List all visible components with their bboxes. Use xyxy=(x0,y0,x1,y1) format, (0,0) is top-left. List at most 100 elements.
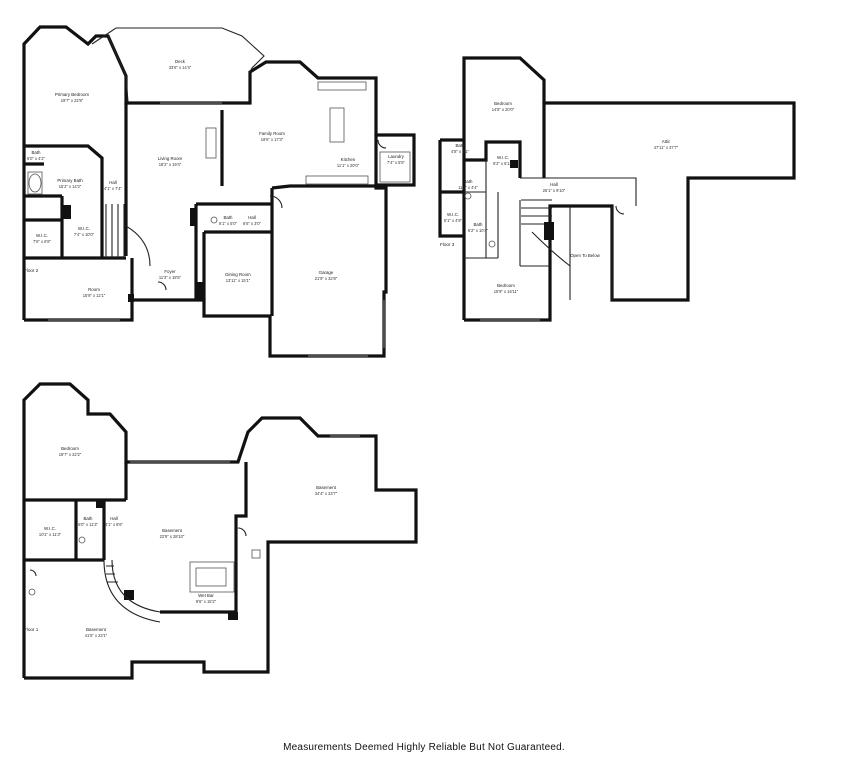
svg-text:18'2" x 19'4": 18'2" x 19'4" xyxy=(159,162,182,167)
svg-text:4'1" x 8'6": 4'1" x 8'6" xyxy=(105,522,123,527)
svg-text:19'7" x 22'8": 19'7" x 22'8" xyxy=(61,98,84,103)
svg-text:Hall: Hall xyxy=(109,180,117,185)
svg-text:14'8" x 20'0": 14'8" x 20'0" xyxy=(492,107,515,112)
svg-text:22'9" x 28'10": 22'9" x 28'10" xyxy=(160,534,185,539)
svg-text:5'1" x 4'9": 5'1" x 4'9" xyxy=(444,218,462,223)
svg-text:Bedroom: Bedroom xyxy=(497,283,515,288)
svg-text:11'3" x 18'5": 11'3" x 18'5" xyxy=(159,275,182,280)
svg-text:Bath: Bath xyxy=(31,150,41,155)
svg-text:33'6" x 14'4": 33'6" x 14'4" xyxy=(169,65,192,70)
room-label-open-below: Open To Below xyxy=(570,253,601,258)
svg-text:Bath: Bath xyxy=(223,215,233,220)
svg-text:34'4" x 23'7": 34'4" x 23'7" xyxy=(315,491,338,496)
svg-text:W.I.C.: W.I.C. xyxy=(447,212,459,217)
svg-text:7'4" x 5'6": 7'4" x 5'6" xyxy=(387,160,405,165)
svg-text:Basement: Basement xyxy=(162,528,183,533)
svg-text:19'6" x 17'3": 19'6" x 17'3" xyxy=(261,137,284,142)
room-label-wic-1: W.I.C.7'4" x 10'0" xyxy=(74,226,95,237)
svg-text:21'9" x 32'8": 21'9" x 32'8" xyxy=(315,276,338,281)
room-label-wic-2: W.I.C.7'6" x 6'8" xyxy=(33,233,51,244)
svg-text:6'1" x 5'0": 6'1" x 5'0" xyxy=(219,221,237,226)
floor-2-plan xyxy=(22,25,416,358)
svg-text:15'2" x 14'2": 15'2" x 14'2" xyxy=(59,184,82,189)
svg-text:47'11" x 37'7": 47'11" x 37'7" xyxy=(654,145,679,150)
svg-text:10'1" x 11'3": 10'1" x 11'3" xyxy=(39,532,62,537)
svg-text:Hall: Hall xyxy=(248,215,256,220)
svg-text:15'9" x 12'1": 15'9" x 12'1" xyxy=(83,293,106,298)
svg-text:Wet Bar: Wet Bar xyxy=(198,593,214,598)
svg-text:Primary Bedroom: Primary Bedroom xyxy=(55,92,90,97)
svg-text:15'9" x 16'11": 15'9" x 16'11" xyxy=(494,289,519,294)
svg-text:Room: Room xyxy=(88,287,100,292)
svg-text:W.I.C.: W.I.C. xyxy=(497,155,509,160)
svg-text:6'0" x 11'3": 6'0" x 11'3" xyxy=(78,522,98,527)
svg-text:Hall: Hall xyxy=(550,182,558,187)
svg-text:11'2" x 4'4": 11'2" x 4'4" xyxy=(458,185,478,190)
svg-text:Open To Below: Open To Below xyxy=(570,253,601,258)
svg-text:6'6" x 3'0": 6'6" x 3'0" xyxy=(243,221,261,226)
disclaimer-text: Measurements Deemed Highly Reliable But … xyxy=(283,742,565,753)
svg-text:19'7" x 22'2": 19'7" x 22'2" xyxy=(59,452,82,457)
svg-text:26'1" x 9'10": 26'1" x 9'10" xyxy=(543,188,566,193)
svg-text:Dining Room: Dining Room xyxy=(225,272,251,277)
svg-text:Laundry: Laundry xyxy=(388,154,405,159)
floor-3-plan xyxy=(438,56,796,322)
svg-text:Basement: Basement xyxy=(316,485,337,490)
floor-label: Floor 2 xyxy=(24,268,39,273)
svg-text:Deck: Deck xyxy=(175,59,186,64)
svg-text:Garage: Garage xyxy=(319,270,334,275)
svg-text:Primary Bath: Primary Bath xyxy=(57,178,83,183)
svg-text:13'11" x 15'1": 13'11" x 15'1" xyxy=(226,278,251,283)
svg-text:W.I.C.: W.I.C. xyxy=(44,526,56,531)
svg-text:Hall: Hall xyxy=(110,516,118,521)
svg-text:W.I.C.: W.I.C. xyxy=(36,233,48,238)
svg-text:4'8" x 5'1": 4'8" x 5'1" xyxy=(451,149,469,154)
svg-text:Living Room: Living Room xyxy=(158,156,183,161)
room-label-wic-b: W.I.C.5'1" x 4'9" xyxy=(444,212,462,223)
svg-text:Foyer: Foyer xyxy=(164,269,176,274)
room-label-wic: W.I.C.10'1" x 11'3" xyxy=(39,526,62,537)
floor-1-plan xyxy=(22,382,418,680)
svg-text:9'6" x 15'2": 9'6" x 15'2" xyxy=(196,599,217,604)
svg-text:6'2" x 10'4": 6'2" x 10'4" xyxy=(468,228,489,233)
svg-text:Basement: Basement xyxy=(86,627,107,632)
svg-text:Bath: Bath xyxy=(473,222,483,227)
floor-label: Floor 3 xyxy=(440,242,455,247)
svg-text:Family Room: Family Room xyxy=(259,131,285,136)
svg-text:41'5" x 23'1": 41'5" x 23'1" xyxy=(85,633,108,638)
room-label-wic-a: W.I.C.6'2" x 6'11" xyxy=(493,155,513,166)
svg-text:7'6" x 6'8": 7'6" x 6'8" xyxy=(33,239,51,244)
floor-label: Floor 1 xyxy=(24,627,39,632)
svg-text:Bath: Bath xyxy=(463,179,473,184)
svg-text:Bath: Bath xyxy=(455,143,465,148)
